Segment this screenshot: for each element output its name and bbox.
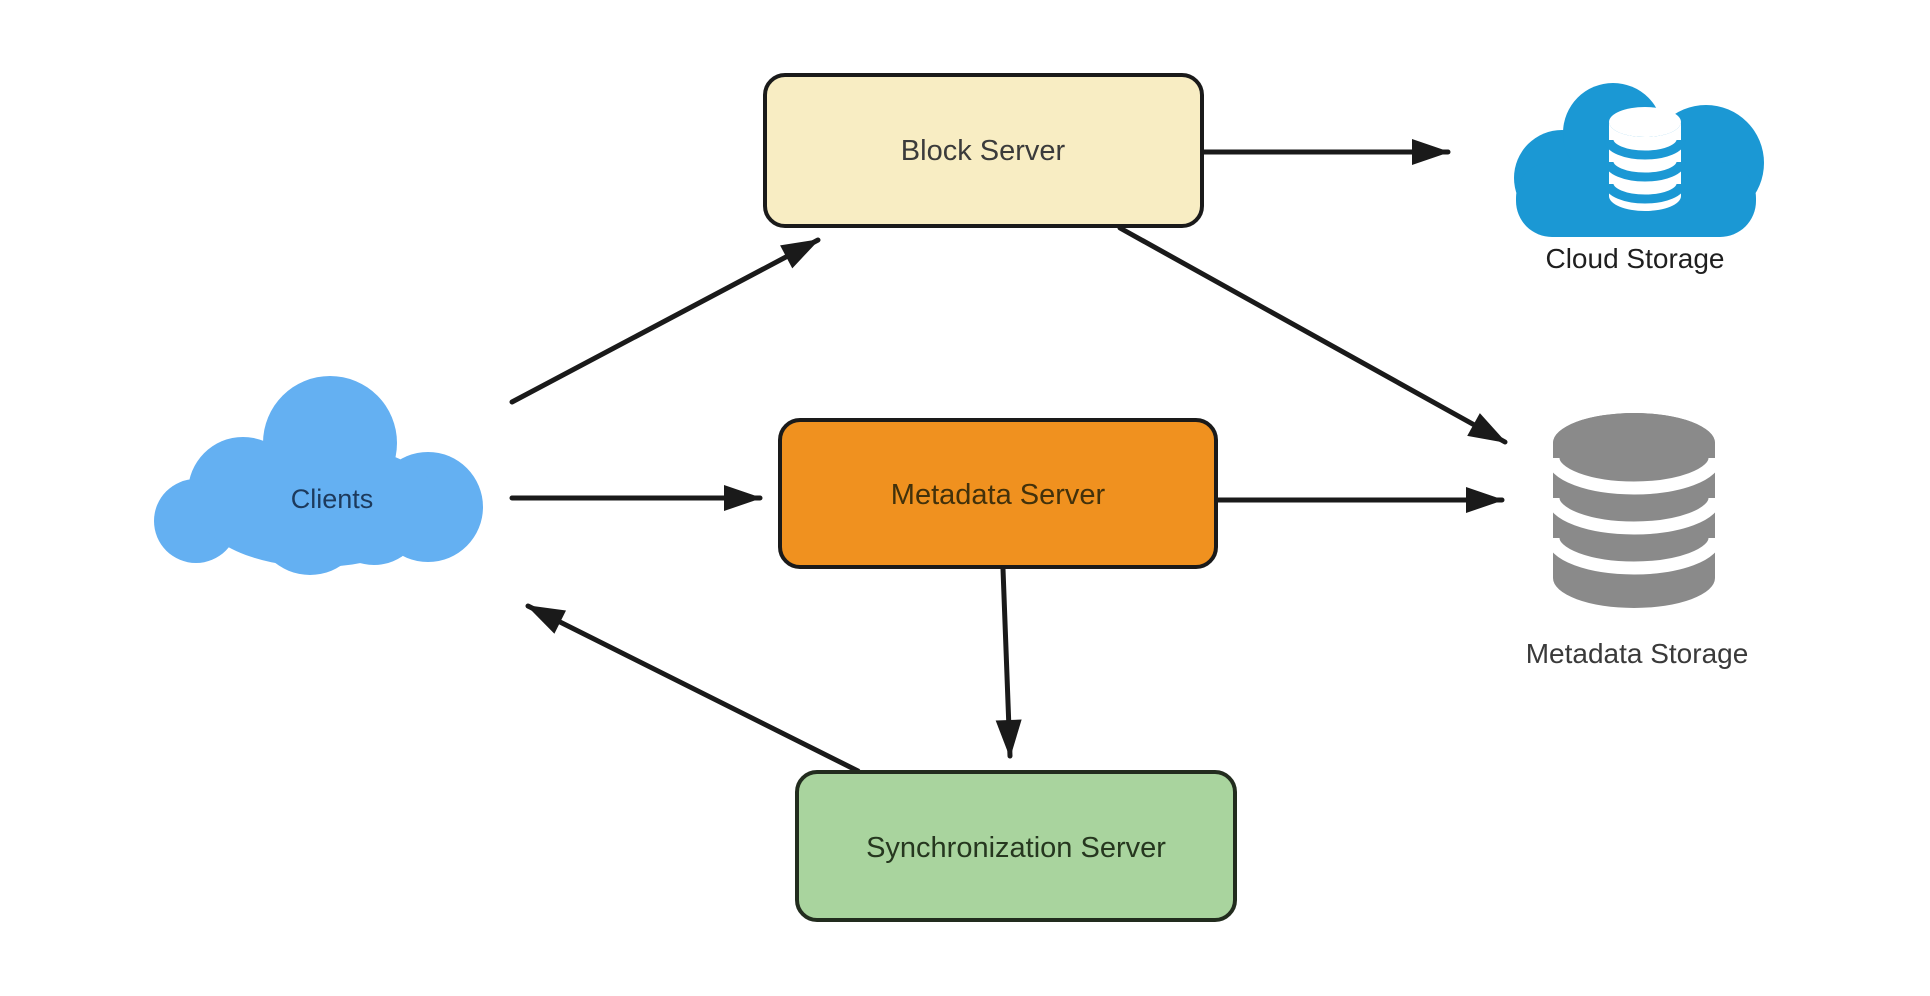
database-separator <box>1546 457 1722 495</box>
database-separator <box>1546 537 1722 575</box>
block-server-label: Block Server <box>901 135 1066 167</box>
edges <box>509 139 1508 774</box>
database-separator <box>1604 139 1686 160</box>
cloud-storage-icon <box>1514 83 1764 237</box>
metadata-storage-label: Metadata Storage <box>1526 638 1749 669</box>
metadata-storage-node: Metadata Storage <box>1526 413 1749 669</box>
metadata-server-node: Metadata Server <box>778 418 1218 569</box>
clients-node: Clients <box>154 376 483 575</box>
database-icon <box>1546 413 1722 608</box>
metadata-server-box <box>778 418 1218 569</box>
block-server-node: Block Server <box>763 73 1204 228</box>
database-lid <box>1553 413 1715 473</box>
arrow-metadata-server-to-sync-server <box>995 566 1022 759</box>
database-separator <box>1604 183 1686 204</box>
clients-label: Clients <box>291 484 374 514</box>
cloud-body <box>196 443 440 567</box>
arrow-block-server-to-metadata-storage <box>1117 225 1508 445</box>
metadata-server-label: Metadata Server <box>891 479 1106 511</box>
arrow-clients-to-block-server <box>509 237 821 405</box>
cloud-storage-label: Cloud Storage <box>1545 243 1724 274</box>
sync-server-box <box>795 770 1237 922</box>
arrow-sync-server-to-clients <box>525 603 861 774</box>
database-separator <box>1604 161 1686 182</box>
sync-server-node: Synchronization Server <box>795 770 1237 922</box>
clients-cloud-icon <box>154 376 483 575</box>
database-icon <box>1604 107 1686 211</box>
database-body <box>1609 122 1681 211</box>
block-server-box <box>763 73 1204 228</box>
database-lid <box>1609 107 1681 137</box>
sync-server-label: Synchronization Server <box>866 832 1166 864</box>
database-separator <box>1546 497 1722 535</box>
cloud-storage-node: Cloud Storage <box>1514 83 1764 274</box>
